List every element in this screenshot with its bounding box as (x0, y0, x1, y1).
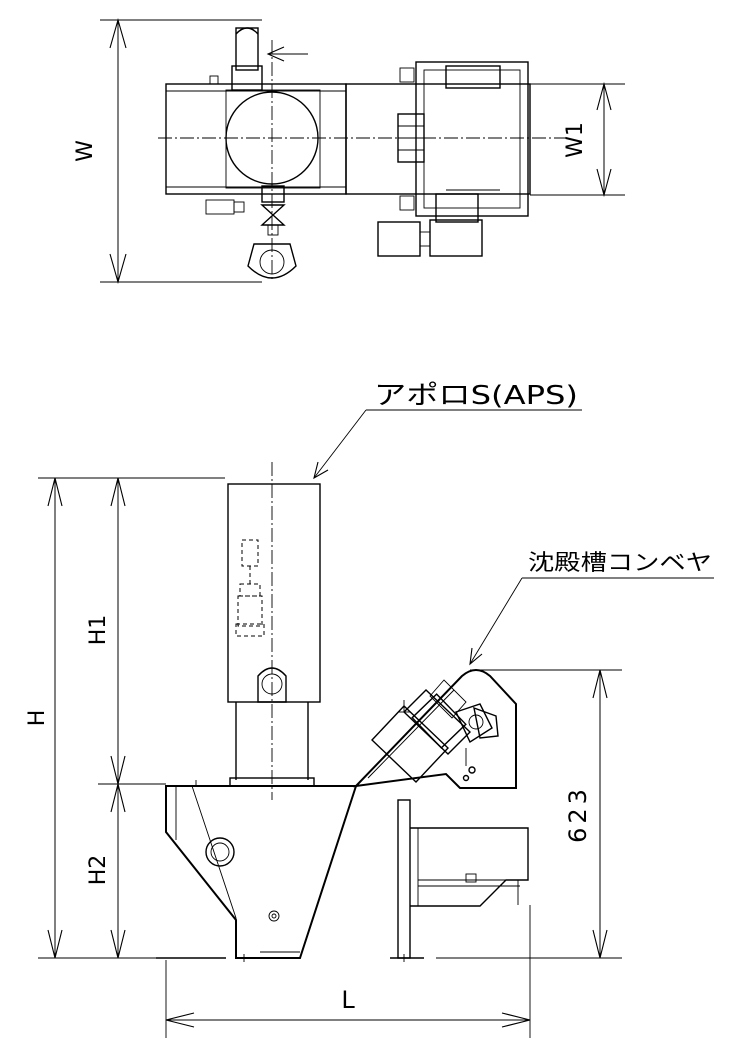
dimension-h1-label: H1 (86, 615, 111, 646)
dimension-h2: H2 (86, 783, 126, 959)
label-conveyor: 沈殿槽コンベヤ (528, 551, 712, 576)
dimension-623: 623 (436, 669, 622, 959)
dimension-h1: H1 (86, 477, 166, 785)
dimension-w-label: W (73, 140, 98, 162)
callout-conveyor: 沈殿槽コンベヤ (469, 551, 714, 666)
dimension-h: H (25, 477, 225, 959)
dimension-l: L (165, 905, 531, 1038)
dimension-l-label: L (341, 986, 355, 1014)
callout-apollo: アポロS(APS) (313, 381, 582, 480)
dimension-623-label: 623 (564, 785, 592, 843)
dimension-h-label: H (25, 710, 50, 727)
dimension-w1: W1 (530, 81, 625, 198)
dimension-w1-label: W1 (563, 122, 588, 158)
dimension-h2-label: H2 (86, 855, 111, 886)
label-apollo-s: アポロS(APS) (374, 381, 578, 411)
front-view: H H1 H2 623 (25, 381, 714, 1038)
top-view: W W1 (73, 17, 625, 285)
dimension-w: W (73, 17, 262, 285)
